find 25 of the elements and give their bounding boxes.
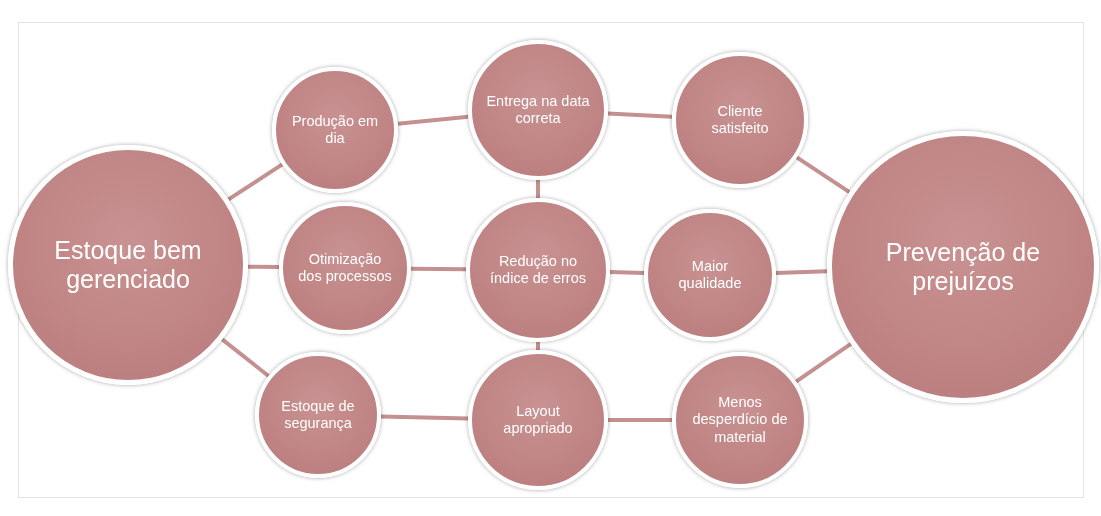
node-label: Menos desperdício de material xyxy=(691,394,789,446)
node-label: Redução no índice de erros xyxy=(489,252,587,288)
connector-line xyxy=(795,155,851,194)
node-label: Entrega na data correta xyxy=(485,92,591,128)
connector-line xyxy=(397,114,469,126)
node-label: Otimização dos processos xyxy=(297,250,393,286)
node-label: Prevenção de prejuízos xyxy=(884,237,1042,297)
connector-line xyxy=(220,337,270,378)
node-label: Estoque de segurança xyxy=(280,397,356,433)
node-label: Maior qualidade xyxy=(677,257,743,293)
connector-line xyxy=(247,264,280,270)
connector-line xyxy=(608,418,672,422)
connector-line xyxy=(380,414,469,421)
connector-line xyxy=(794,342,852,384)
node-label: Cliente satisfeito xyxy=(710,102,770,138)
node-label: Layout apropriado xyxy=(502,402,574,438)
connector-line xyxy=(609,270,645,276)
node-label: Estoque bem gerenciado xyxy=(53,235,203,295)
connector-line xyxy=(536,342,540,350)
connector-line xyxy=(227,162,284,202)
connector-line xyxy=(607,111,673,119)
connector-line xyxy=(410,266,467,272)
connector-line xyxy=(775,269,828,275)
node-label: Produção em dia xyxy=(290,112,380,148)
connector-line xyxy=(536,180,540,198)
